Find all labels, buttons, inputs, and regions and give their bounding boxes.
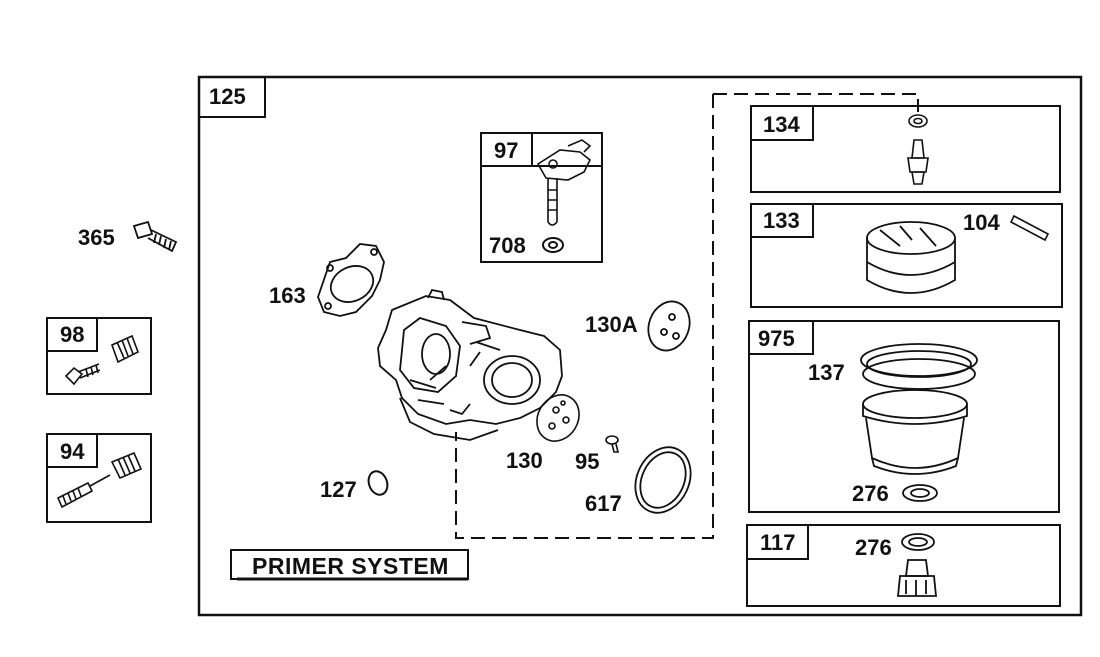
- kit-133-label: 133: [763, 208, 800, 233]
- washer-276-b-drawing: [901, 533, 935, 551]
- oring-617-drawing: [634, 446, 692, 514]
- seal-708-drawing: [542, 237, 564, 253]
- part-365-label: 365: [78, 225, 115, 250]
- gasket-163-drawing: [317, 243, 385, 317]
- kit-133-tab: [750, 203, 814, 238]
- primer-system-label: PRIMER SYSTEM: [252, 553, 449, 579]
- kit-125-frame: [197, 75, 1083, 617]
- kit-98-label: 98: [60, 322, 85, 347]
- kit-975-frame: [748, 320, 1060, 513]
- float-133-drawing: [866, 221, 956, 294]
- choke-shaft-97-drawing: [536, 139, 592, 226]
- part-617-label: 617: [585, 491, 622, 516]
- part-130a-label: 130A: [585, 312, 638, 337]
- kit-975-tab: [748, 320, 814, 355]
- part-130-label: 130: [506, 448, 543, 473]
- kit-134-label: 134: [763, 112, 800, 137]
- oring-137-drawing: [860, 343, 978, 390]
- kit-134-tab: [750, 105, 814, 141]
- part-708-label: 708: [489, 233, 526, 258]
- kit-134-frame: [750, 105, 1061, 193]
- part-95-label: 95: [575, 449, 600, 474]
- needle-94-drawing: [56, 451, 143, 509]
- kit-94-label: 94: [60, 439, 85, 464]
- kit-94-tab: [46, 433, 98, 468]
- kit-98-frame: [46, 317, 152, 395]
- kit-98-tab: [46, 317, 98, 352]
- screw-98-drawing: [64, 334, 140, 386]
- bolt-365-drawing: [132, 220, 178, 253]
- kit-117-label: 117: [760, 530, 796, 555]
- kit-117-tab: [746, 524, 809, 560]
- pin-104-drawing: [1009, 214, 1050, 242]
- kit-133-frame: [750, 203, 1063, 308]
- kit-975-label: 975: [758, 326, 795, 351]
- kit-94-frame: [46, 433, 152, 523]
- kit-97-label: 97: [494, 138, 519, 163]
- bowl-975-drawing: [862, 389, 968, 475]
- gasket-130-drawing: [536, 394, 580, 442]
- bolt-117-drawing: [897, 559, 937, 597]
- part-104-label: 104: [963, 210, 1000, 235]
- part-137-label: 137: [808, 360, 845, 385]
- part-127-label: 127: [320, 477, 357, 502]
- washer-276-a-drawing: [902, 484, 938, 502]
- part-163-label: 163: [269, 283, 306, 308]
- part-276-label-bowl: 276: [852, 481, 889, 506]
- kit-97-frame: [480, 132, 603, 263]
- plug-127-drawing: [367, 470, 389, 496]
- plate-130a-drawing: [647, 300, 691, 352]
- needle-134-drawing: [907, 114, 929, 185]
- screw-95-drawing: [605, 435, 620, 453]
- kit-125-label: 125: [209, 84, 246, 109]
- part-276-label-117: 276: [855, 535, 892, 560]
- carburetor-body-drawing: [377, 288, 563, 441]
- kit-125-tab: [198, 76, 266, 118]
- kit-117-frame: [746, 524, 1061, 607]
